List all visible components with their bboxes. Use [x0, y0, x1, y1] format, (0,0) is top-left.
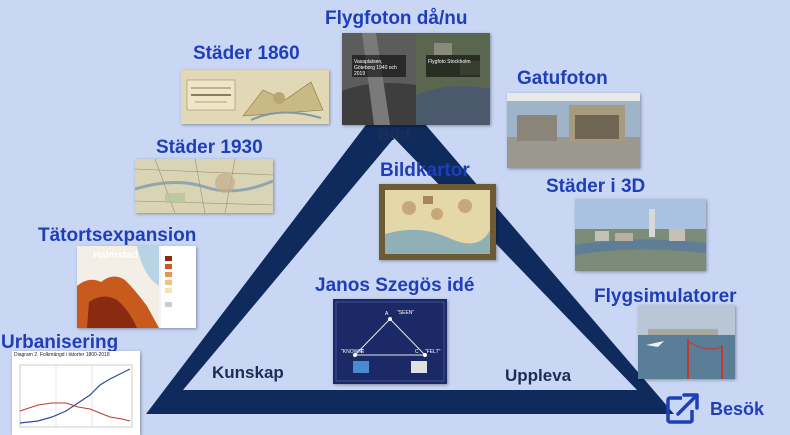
janos-idea-thumbnail[interactable]: A "SEEN" "KNOWN" E C "FELT": [333, 299, 447, 384]
visit-link[interactable]: Besök: [664, 390, 764, 428]
triangle-label-knowledge: Kunskap: [212, 363, 284, 382]
picture-maps-thumbnail[interactable]: [379, 184, 496, 260]
aerial-then-now-link[interactable]: Flygfoton då/nu: [325, 8, 468, 29]
aerial-left-caption: Vasaplatsen, Göteborg 1940 och 2019: [354, 59, 397, 77]
picture-maps-link[interactable]: Bildkartor: [380, 160, 470, 181]
urbanisation-link[interactable]: Urbanisering: [1, 332, 119, 353]
external-link-icon: [666, 392, 702, 424]
halmstad-title: Halmstad: [93, 250, 139, 261]
flight-sim-link[interactable]: Flygsimulatorer: [594, 286, 737, 307]
urbanisation-chart-title: Diagram 2. Folkmängd i tätorter 1800-201…: [14, 352, 110, 358]
concept-known-label: "KNOWN": [341, 349, 364, 355]
concept-a-label: A: [385, 311, 389, 317]
urban-expansion-thumbnail[interactable]: Halmstad: [77, 246, 196, 328]
street-photos-thumbnail[interactable]: [507, 93, 640, 168]
street-photos-link[interactable]: Gatufoton: [517, 68, 608, 89]
aerial-right-caption: Flygfoto Stockholm: [428, 59, 471, 65]
cities-1930-link[interactable]: Städer 1930: [156, 137, 263, 158]
cities-3d-thumbnail[interactable]: [575, 199, 706, 271]
cities-1860-thumbnail[interactable]: [181, 70, 329, 124]
urbanisation-thumbnail[interactable]: Diagram 2. Folkmängd i tätorter 1800-201…: [12, 351, 140, 435]
concept-seen-label: "SEEN": [397, 310, 415, 316]
janos-idea-link[interactable]: Janos Szegös idé: [315, 275, 475, 296]
visit-label: Besök: [710, 398, 765, 419]
urban-expansion-link[interactable]: Tätortsexpansion: [38, 225, 197, 246]
concept-felt-label: "FELT": [425, 349, 441, 355]
cities-3d-link[interactable]: Städer i 3D: [546, 176, 646, 197]
cities-1930-thumbnail[interactable]: [135, 159, 273, 213]
concept-e-label: E: [361, 349, 365, 355]
cities-1860-link[interactable]: Städer 1860: [193, 43, 300, 64]
triangle-label-experience: Uppleva: [505, 366, 572, 385]
triangle-label-image: Bild: [378, 125, 411, 144]
aerial-then-now-thumbnail[interactable]: Vasaplatsen, Göteborg 1940 och 2019 Flyg…: [342, 33, 490, 125]
concept-c-label: C: [415, 349, 419, 355]
flight-sim-thumbnail[interactable]: [638, 305, 735, 379]
